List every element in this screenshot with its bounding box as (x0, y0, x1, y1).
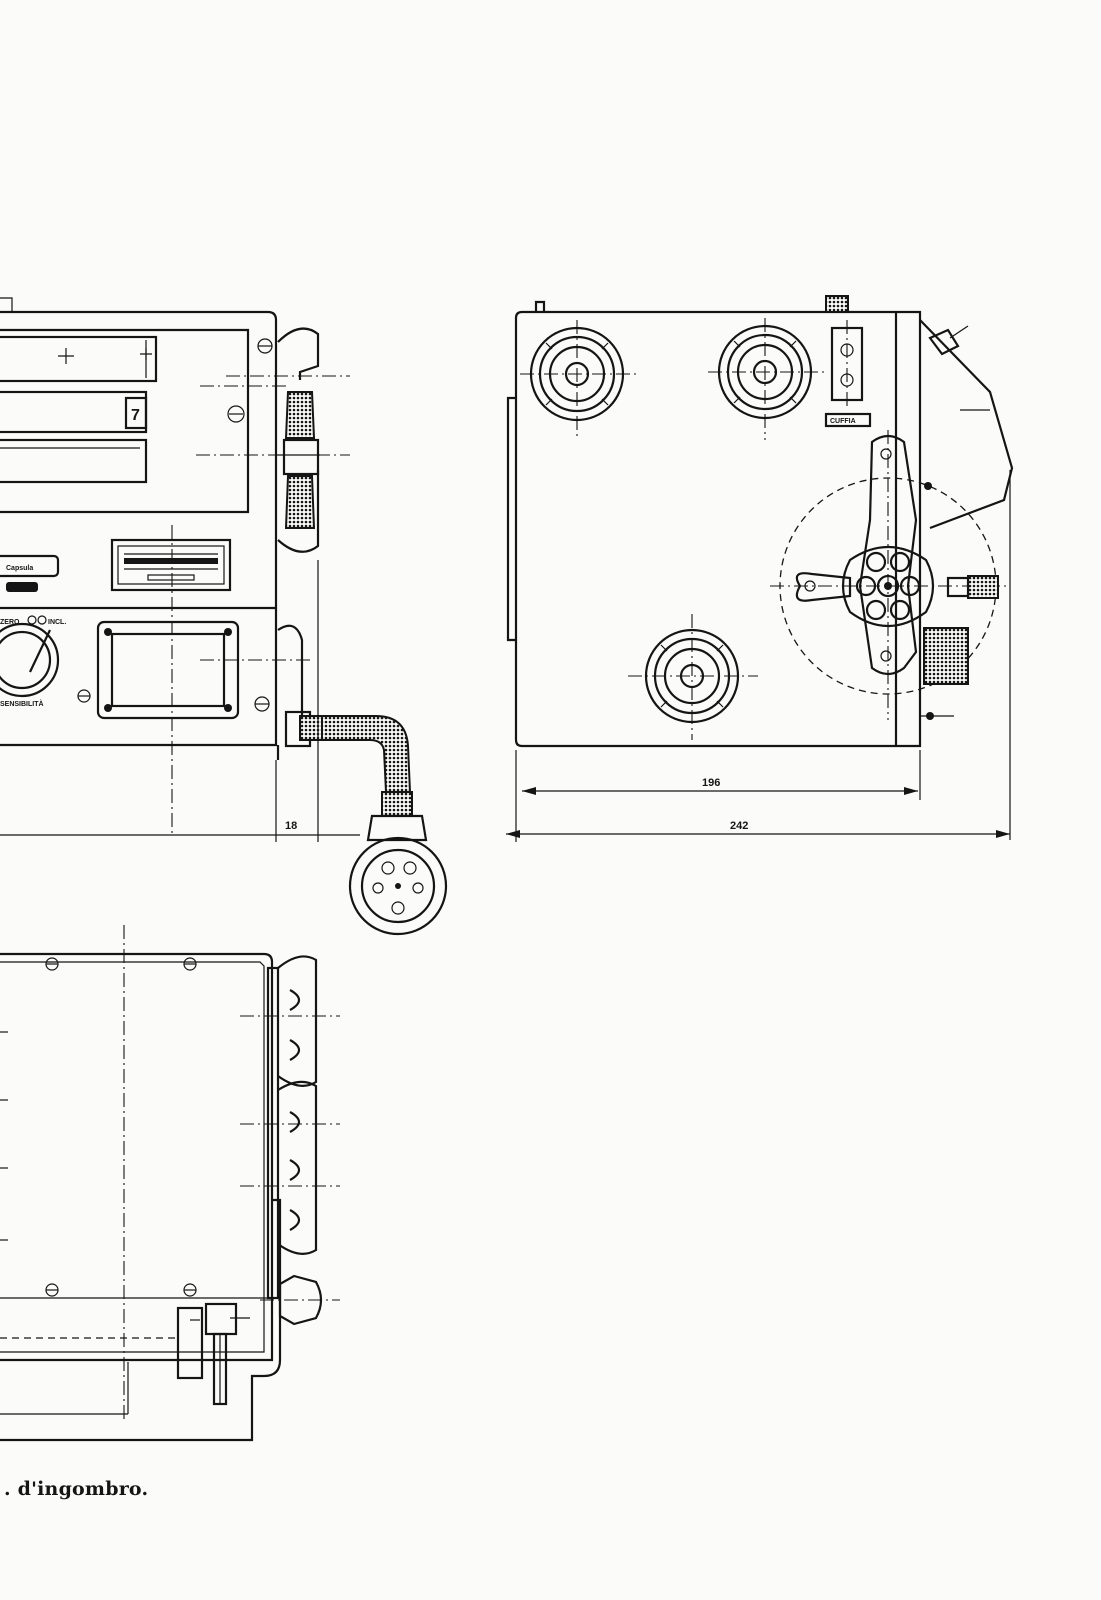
bumper-top-right (708, 318, 825, 440)
handle-spools (240, 955, 340, 1255)
figure-caption: . d'ingombro. (4, 1478, 149, 1500)
cable-connector (284, 710, 448, 936)
panel-number: 7 (131, 407, 140, 424)
meter-window (96, 620, 240, 720)
bumper-bottom (628, 614, 758, 740)
nameplate (110, 538, 232, 592)
front-view: 7 Capsula (0, 297, 448, 936)
top-view (0, 925, 340, 1442)
side-view: CUFFIA (506, 295, 1014, 842)
rotary-bracket (795, 434, 999, 685)
headphone-jack: CUFFIA (824, 320, 872, 428)
screw (227, 338, 273, 423)
dimension-18: 18 (285, 820, 297, 832)
plate-label: Capsula (6, 565, 33, 572)
knob-label-bottom: SENSIBILITÀ (0, 699, 44, 708)
knob-label-left: ZERO (0, 619, 20, 626)
carry-handle (276, 327, 320, 553)
bumper-top-left (520, 320, 640, 440)
sensitivity-knob: ZERO INCL. SENSIBILITÀ (0, 615, 66, 708)
cuffia-label: CUFFIA (830, 418, 856, 425)
knob-label-right: INCL. (48, 619, 66, 626)
dimension-196: 196 (702, 777, 720, 789)
dimension-242: 242 (730, 820, 748, 832)
